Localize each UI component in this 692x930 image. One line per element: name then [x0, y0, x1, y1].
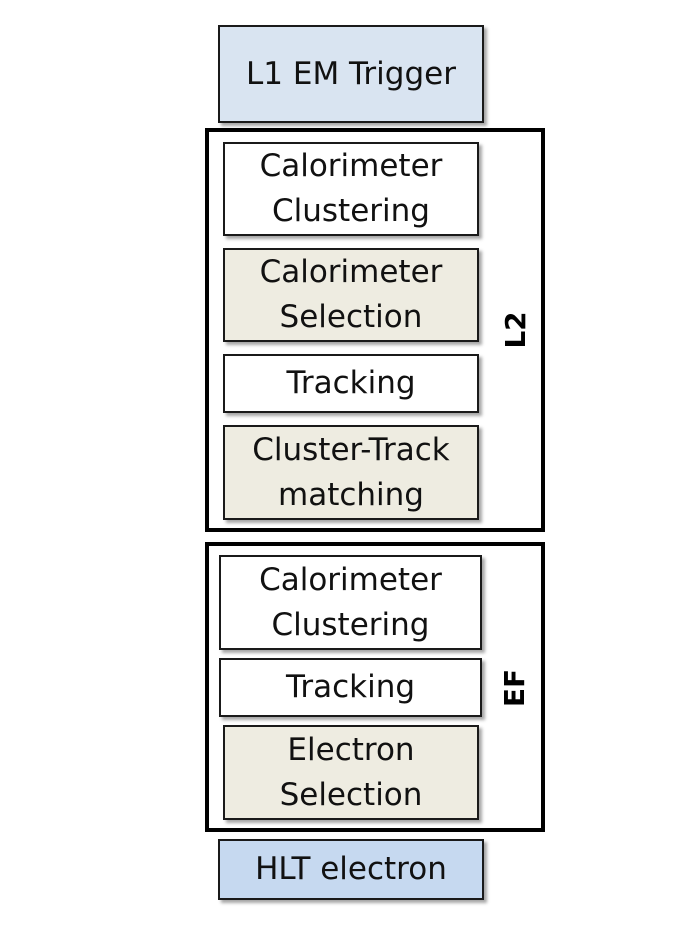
- l1-em-trigger-box: L1 EM Trigger: [218, 25, 484, 123]
- hlt-electron-box: HLT electron: [218, 839, 484, 900]
- ef-group-label: EF: [498, 668, 531, 708]
- l2-tracking-step: Tracking: [223, 354, 479, 413]
- ef-tracking-step: Tracking: [219, 658, 482, 717]
- ef-electron-selection-step: Electron Selection: [223, 725, 479, 820]
- ef-group: [205, 542, 545, 832]
- l2-calorimeter-selection-step: Calorimeter Selection: [223, 248, 479, 342]
- l2-group: [205, 128, 545, 532]
- l2-calorimeter-clustering-step: Calorimeter Clustering: [223, 142, 479, 236]
- ef-calorimeter-clustering-step: Calorimeter Clustering: [219, 555, 482, 650]
- l2-cluster-track-matching-step: Cluster-Track matching: [223, 425, 479, 520]
- l2-group-label: L2: [499, 311, 532, 349]
